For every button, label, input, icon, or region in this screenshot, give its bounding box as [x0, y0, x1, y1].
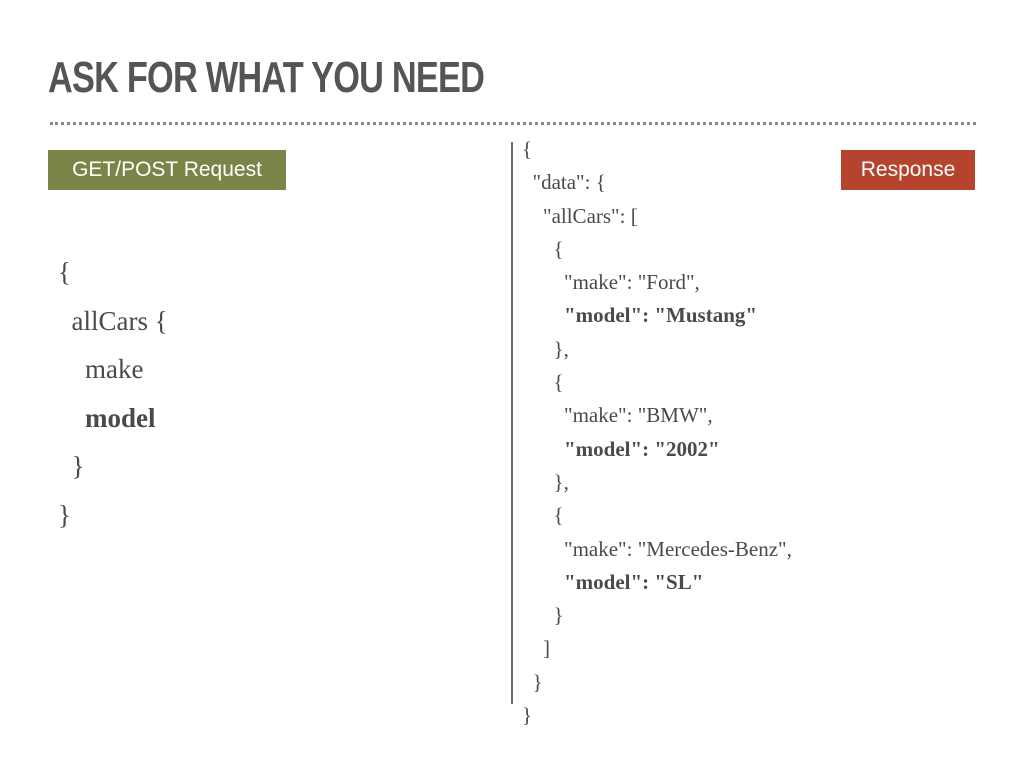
query-line: make — [58, 354, 144, 384]
vertical-divider — [511, 142, 513, 704]
response-line: ] — [522, 636, 550, 661]
slide-title: ASK FOR WHAT YOU NEED — [48, 53, 485, 102]
response-line-highlighted: "model": "SL" — [522, 569, 704, 594]
query-line: { — [58, 257, 71, 287]
response-line: "allCars": [ — [522, 203, 638, 228]
response-label: Response — [841, 150, 975, 190]
response-line: "data": { — [522, 170, 606, 195]
response-line: } — [522, 703, 533, 728]
response-line: "make": "Ford", — [522, 270, 700, 295]
response-line: } — [522, 603, 564, 628]
response-line-highlighted: "model": "Mustang" — [522, 303, 758, 328]
response-line: { — [522, 370, 564, 395]
response-line: { — [522, 503, 564, 528]
query-line: } — [58, 451, 85, 481]
response-line: { — [522, 236, 564, 261]
json-response: { "data": { "allCars": [ { "make": "Ford… — [522, 133, 842, 732]
response-line: "make": "Mercedes-Benz", — [522, 536, 792, 561]
query-line-highlighted: model — [58, 402, 156, 433]
request-label: GET/POST Request — [48, 150, 286, 190]
query-line: allCars { — [58, 305, 168, 336]
response-line: { — [522, 137, 533, 161]
response-line-highlighted: "model": "2002" — [522, 436, 720, 461]
response-line: } — [522, 669, 543, 694]
response-line: "make": "BMW", — [522, 403, 713, 428]
query-line: } — [58, 499, 71, 530]
response-line: }, — [522, 469, 569, 494]
title-divider — [50, 122, 976, 125]
graphql-query: { allCars { make model } } — [58, 248, 358, 539]
response-line: }, — [522, 336, 569, 361]
